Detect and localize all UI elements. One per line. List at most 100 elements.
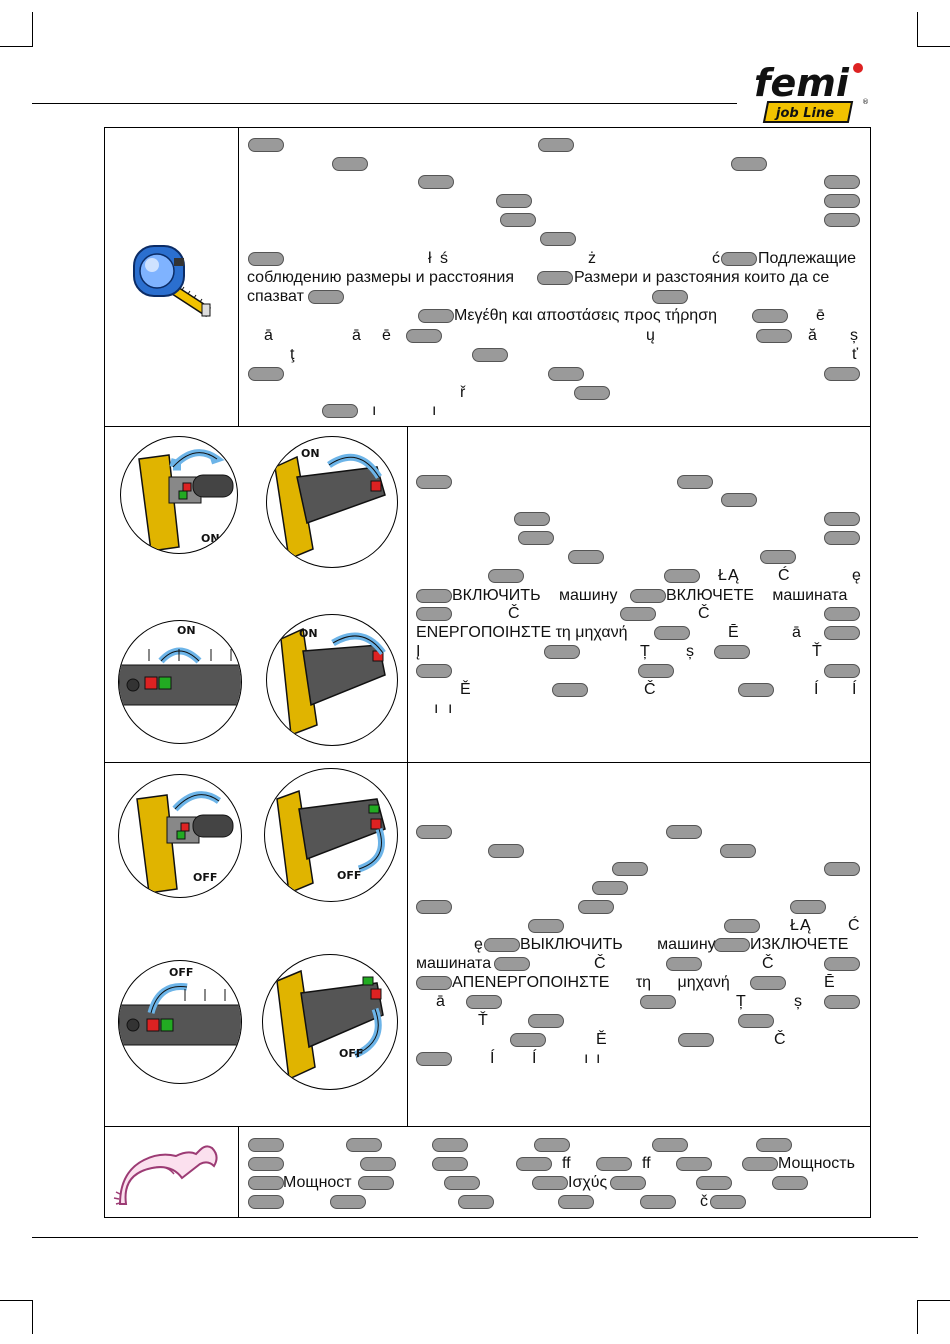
char-glyph: Ě — [460, 681, 471, 698]
switch-on-illustration: ON — [266, 614, 398, 746]
char-glyph: ų — [646, 327, 655, 344]
off-label: OFF — [169, 966, 194, 979]
crop-mark — [917, 1300, 918, 1334]
tape-measure-icon — [130, 240, 216, 320]
flag-badge — [824, 607, 860, 621]
flag-badge — [488, 844, 524, 858]
char-glyph: ș — [850, 327, 858, 344]
flag-badge — [416, 1052, 452, 1066]
el-label: Μεγέθη και αποστάσεις προς τήρηση — [454, 307, 717, 324]
col-divider — [238, 1126, 239, 1218]
bg-label: ИЗКЛЮЧЕТЕ — [750, 936, 849, 953]
flag-badge — [696, 1176, 732, 1190]
char-glyph: Č — [508, 605, 520, 622]
flag-badge — [678, 1033, 714, 1047]
flag-badge — [824, 213, 860, 227]
flag-badge — [568, 550, 604, 564]
char-glyph: ā — [264, 327, 273, 344]
flag-badge — [248, 1138, 284, 1152]
flag-badge — [534, 1138, 570, 1152]
flag-badge — [532, 1176, 568, 1190]
flag-badge — [652, 290, 688, 304]
char-glyph: Ț — [640, 643, 650, 660]
flag-badge — [432, 1138, 468, 1152]
ru-label: Подлежащие — [758, 250, 857, 267]
flag-badge — [710, 1195, 746, 1209]
flag-badge — [248, 138, 284, 152]
flag-badge — [654, 626, 690, 640]
flag-badge — [544, 645, 580, 659]
flag-badge — [738, 1014, 774, 1028]
flag-badge — [248, 1157, 284, 1171]
flag-badge — [612, 862, 648, 876]
footer-rule — [32, 1237, 918, 1238]
char-glyph: Ć — [848, 917, 860, 934]
content-table — [104, 127, 871, 1218]
bg-label: ВКЛЮЧЕТЕ машината — [666, 587, 848, 604]
crop-mark — [32, 1300, 33, 1334]
flag-badge — [790, 900, 826, 914]
flag-badge — [346, 1138, 382, 1152]
crop-mark — [32, 12, 33, 46]
flag-badge — [664, 569, 700, 583]
switch-on-illustration: ON — [266, 436, 398, 568]
flag-badge — [494, 957, 530, 971]
flag-badge — [552, 683, 588, 697]
char-glyph: ı — [434, 700, 439, 717]
logo-tagline: job Line — [774, 106, 834, 121]
flag-badge — [416, 664, 452, 678]
flag-badge — [721, 493, 757, 507]
char-glyph: ę — [474, 936, 483, 953]
char-glyph: Í — [490, 1050, 495, 1067]
char-glyph: ı — [596, 1050, 601, 1067]
on-label: ON — [201, 532, 220, 545]
char-glyph: Ț — [736, 993, 746, 1010]
char-glyph: ı — [432, 402, 437, 419]
flag-badge — [308, 290, 344, 304]
flag-badge — [540, 232, 576, 246]
off-label: OFF — [337, 869, 362, 882]
row-divider — [104, 762, 871, 763]
flag-badge — [640, 995, 676, 1009]
flag-badge — [620, 607, 656, 621]
flag-badge — [514, 512, 550, 526]
logo-text: femi — [754, 61, 850, 105]
char-glyph: Č — [698, 605, 710, 622]
off-label: OFF — [193, 871, 218, 884]
ru-label: ВЫКЛЮЧИТЬ машину — [520, 936, 716, 953]
flag-badge — [500, 213, 536, 227]
char-glyph: č — [700, 1193, 708, 1210]
crop-mark — [917, 12, 918, 46]
crop-mark — [917, 46, 950, 47]
femi-logo: femi job Line ® — [752, 60, 872, 126]
switch-on-illustration: ON — [118, 620, 242, 744]
char-glyph: Ć — [778, 567, 790, 584]
flag-badge — [416, 607, 452, 621]
flag-badge — [652, 1138, 688, 1152]
flag-badge — [416, 475, 452, 489]
flag-badge — [630, 589, 666, 603]
char-glyph: ť — [852, 346, 858, 363]
logo-dot — [853, 63, 863, 73]
flag-badge — [824, 194, 860, 208]
char-glyph: Ł — [718, 567, 727, 584]
flag-badge — [824, 862, 860, 876]
row-divider — [104, 426, 871, 427]
char-glyph: Č — [762, 955, 774, 972]
header-rule — [32, 103, 737, 104]
flag-badge — [360, 1157, 396, 1171]
col-divider — [407, 426, 408, 1127]
flag-badge — [248, 367, 284, 381]
flag-badge — [548, 367, 584, 381]
switch-off-illustration: OFF — [118, 774, 242, 898]
flag-badge — [750, 976, 786, 990]
flag-badge — [666, 825, 702, 839]
el-label: ΕΝΕΡΓΟΠΟΙΗΣΤΕ τη μηχανή — [416, 624, 628, 641]
flag-badge — [666, 957, 702, 971]
bg-label-cont: спазват — [247, 288, 304, 305]
flag-badge — [472, 348, 508, 362]
flag-badge — [444, 1176, 480, 1190]
char-glyph: Í — [532, 1050, 537, 1067]
flag-badge — [824, 367, 860, 381]
crop-mark — [917, 1300, 950, 1301]
